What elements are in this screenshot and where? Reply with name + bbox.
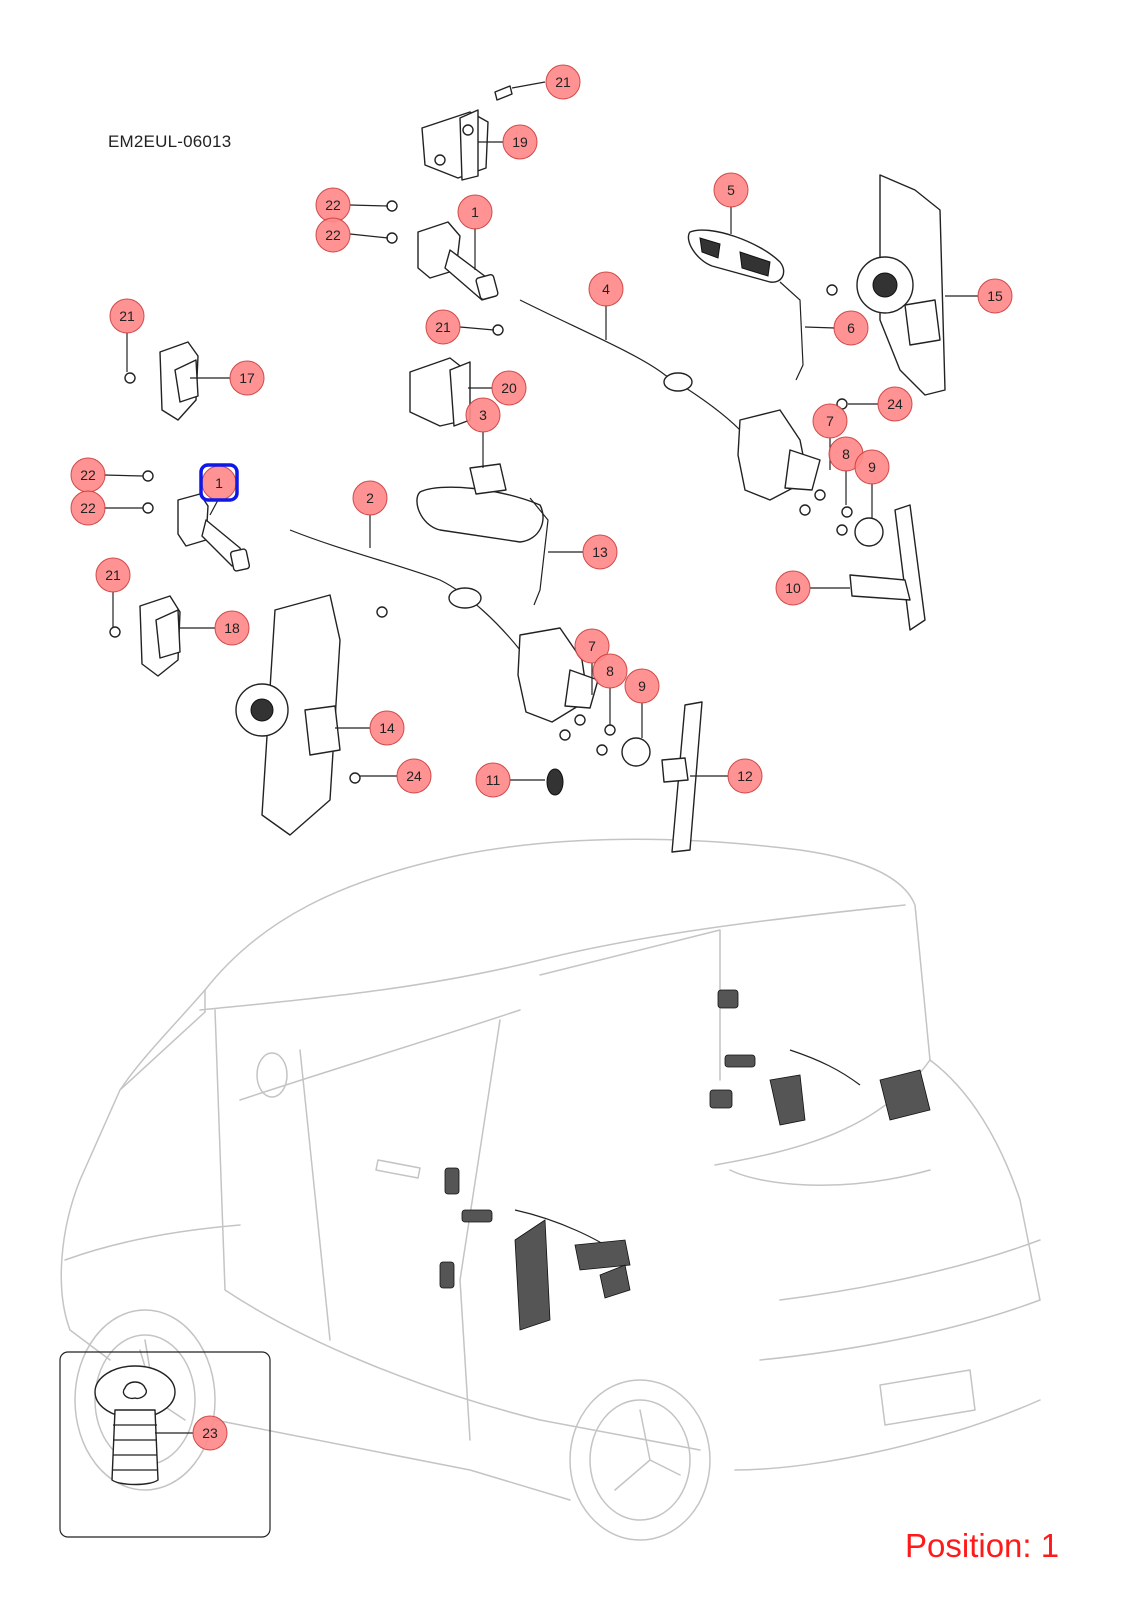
callout-2[interactable]: 2 [352, 480, 388, 516]
callout-20[interactable]: 20 [491, 370, 527, 406]
svg-text:1: 1 [215, 475, 223, 491]
leader-lines [103, 81, 978, 1434]
center-hinge-part [409, 324, 504, 427]
callout-9-right[interactable]: 9 [854, 449, 890, 485]
callout-21-mid[interactable]: 21 [425, 309, 461, 345]
svg-text:3: 3 [479, 407, 487, 423]
svg-text:2: 2 [366, 490, 374, 506]
position-label: Position: 1 [905, 1527, 1060, 1564]
callout-10[interactable]: 10 [775, 570, 811, 606]
callout-9-mid[interactable]: 9 [624, 668, 660, 704]
left-lower-hinge-part [109, 595, 181, 677]
callout-23[interactable]: 23 [192, 1415, 228, 1451]
clip-part [546, 768, 564, 796]
callout-15[interactable]: 15 [977, 278, 1013, 314]
callout-22-c[interactable]: 22 [70, 457, 106, 493]
callout-22-d[interactable]: 22 [70, 490, 106, 526]
callout-5[interactable]: 5 [713, 172, 749, 208]
rear-rod-part [779, 281, 804, 381]
callout-24-right[interactable]: 24 [877, 386, 913, 422]
car-installed-parts [439, 989, 931, 1331]
rear-striker-part [836, 506, 884, 547]
svg-text:22: 22 [80, 500, 96, 516]
callout-22-b[interactable]: 22 [315, 217, 351, 253]
callout-18[interactable]: 18 [214, 610, 250, 646]
svg-text:14: 14 [379, 720, 395, 736]
svg-text:1: 1 [471, 204, 479, 220]
svg-text:19: 19 [512, 134, 528, 150]
callout-11[interactable]: 11 [475, 762, 511, 798]
callout-21-left[interactable]: 21 [109, 298, 145, 334]
callout-13[interactable]: 13 [582, 534, 618, 570]
svg-text:22: 22 [80, 467, 96, 483]
callout-8-mid[interactable]: 8 [592, 653, 628, 689]
svg-text:5: 5 [727, 182, 735, 198]
upper-hinge-part [421, 85, 513, 181]
svg-text:22: 22 [325, 197, 341, 213]
rear-cable-part [519, 299, 741, 431]
callout-17[interactable]: 17 [229, 360, 265, 396]
callout-21-top[interactable]: 21 [545, 64, 581, 100]
inset-frame [59, 1351, 271, 1538]
screw-inset [59, 1351, 271, 1538]
svg-text:11: 11 [486, 772, 501, 788]
door-check-top-part [386, 200, 499, 301]
car-outline [60, 838, 1041, 1541]
svg-text:22: 22 [325, 227, 341, 243]
svg-text:8: 8 [842, 446, 850, 462]
front-rod-part [529, 497, 549, 606]
callout-3[interactable]: 3 [465, 397, 501, 433]
front-latch-part [517, 627, 599, 741]
selection-highlight [199, 463, 239, 502]
callout-4[interactable]: 4 [588, 271, 624, 307]
outer-handle-part [687, 229, 785, 283]
svg-text:21: 21 [435, 319, 451, 335]
inner-handle-part [416, 463, 544, 543]
callout-1-top[interactable]: 1 [457, 194, 493, 230]
callout-7-right[interactable]: 7 [812, 403, 848, 439]
svg-text:6: 6 [847, 320, 855, 336]
svg-text:24: 24 [887, 396, 903, 412]
callout-24-mid[interactable]: 24 [396, 758, 432, 794]
svg-text:9: 9 [638, 678, 646, 694]
callout-12[interactable]: 12 [727, 758, 763, 794]
svg-text:20: 20 [501, 380, 517, 396]
svg-text:10: 10 [785, 580, 801, 596]
front-regulator-part [235, 594, 388, 836]
svg-text:7: 7 [588, 638, 596, 654]
callout-21-left2[interactable]: 21 [95, 557, 131, 593]
left-upper-hinge-part [124, 341, 199, 421]
rear-regulator-part [826, 174, 946, 396]
svg-text:13: 13 [592, 544, 608, 560]
svg-text:4: 4 [602, 281, 610, 297]
svg-text:21: 21 [105, 567, 121, 583]
callout-7-mid[interactable]: 7 [574, 628, 610, 664]
svg-text:21: 21 [555, 74, 571, 90]
callout-1-highlighted[interactable]: 1 [199, 463, 239, 502]
svg-text:15: 15 [987, 288, 1003, 304]
callout-22-a[interactable]: 22 [315, 187, 351, 223]
diagram-code: EM2EUL-06013 [108, 132, 232, 151]
door-check-left-part [142, 470, 251, 572]
callout-14[interactable]: 14 [369, 710, 405, 746]
svg-text:21: 21 [119, 308, 135, 324]
front-cable-part [289, 529, 521, 651]
svg-text:18: 18 [224, 620, 240, 636]
rear-channel-part [849, 504, 926, 631]
callout-19[interactable]: 19 [502, 124, 538, 160]
svg-text:9: 9 [868, 459, 876, 475]
svg-text:8: 8 [606, 663, 614, 679]
svg-text:12: 12 [737, 768, 753, 784]
front-channel-part [661, 701, 703, 853]
svg-text:24: 24 [406, 768, 422, 784]
front-striker-part [596, 724, 651, 767]
callout-6[interactable]: 6 [833, 310, 869, 346]
rear-latch-part [737, 409, 826, 516]
svg-text:7: 7 [826, 413, 834, 429]
svg-text:17: 17 [239, 370, 255, 386]
svg-text:23: 23 [202, 1425, 218, 1441]
